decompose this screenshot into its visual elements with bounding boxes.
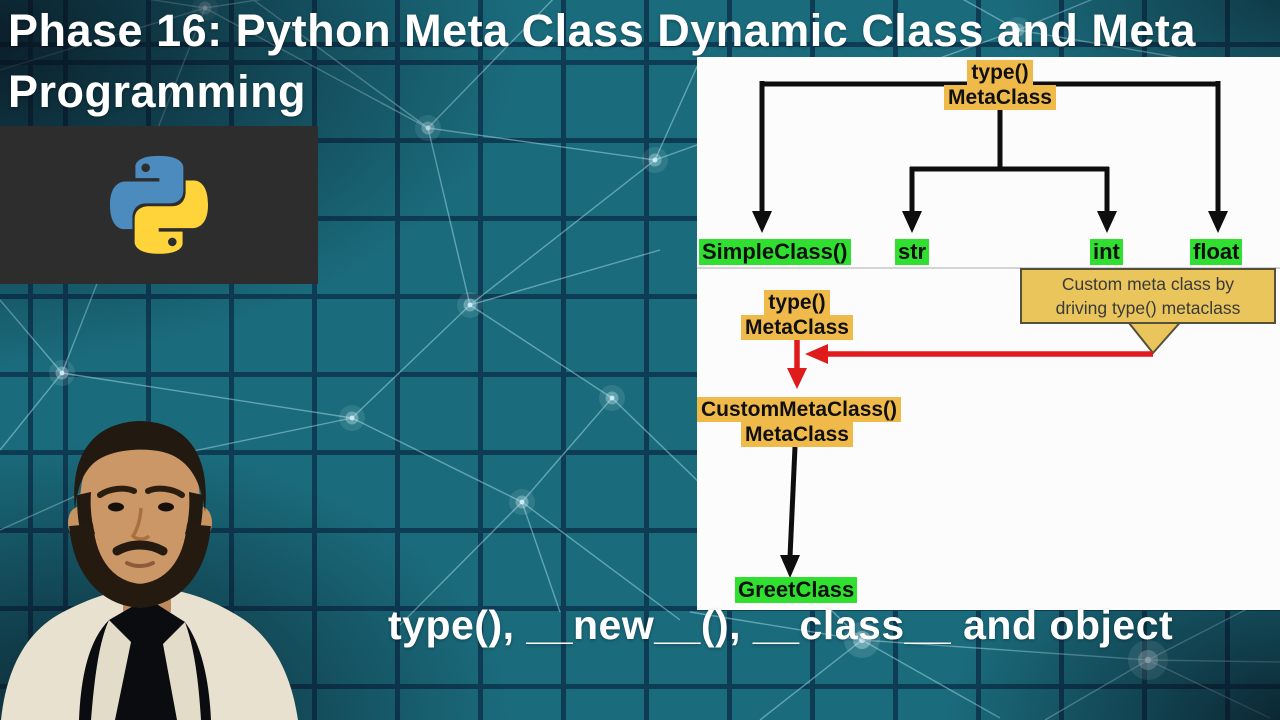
diagram-connectors <box>697 81 1280 578</box>
node-float: float <box>1190 239 1243 265</box>
callout-bubble: Custom meta class by driving type() meta… <box>1020 268 1276 324</box>
node-greetclass: GreetClass <box>735 577 858 603</box>
presenter-photo <box>1 421 298 720</box>
builtin-root-line1: type() <box>967 60 1033 85</box>
callout-line1: Custom meta class by <box>1061 274 1235 294</box>
video-title-line1: Phase 16: Python Meta Class Dynamic Clas… <box>8 5 1196 56</box>
metaclass-diagram-panel: type() MetaClass SimpleClass() str int f… <box>697 57 1280 610</box>
red-arrowheads <box>787 344 828 389</box>
python-logo-icon <box>109 155 209 254</box>
custom-root-line1: type() <box>764 290 830 315</box>
custom-root-line2: MetaClass <box>741 315 853 340</box>
custom-metaclass-line1: CustomMetaClass() <box>697 397 902 422</box>
video-title-line2: Programming <box>8 66 307 117</box>
builtin-root-line2: MetaClass <box>944 85 1056 110</box>
custom-metaclass-line2: MetaClass <box>741 422 853 447</box>
builtin-hierarchy-arrowheads <box>752 211 1228 233</box>
node-simpleclass: SimpleClass() <box>699 239 851 265</box>
builtin-root-node: type() MetaClass <box>940 60 1060 110</box>
video-title: Phase 16: Python Meta Class Dynamic Clas… <box>8 0 1276 122</box>
custom-metaclass-node: CustomMetaClass() MetaClass <box>697 397 902 447</box>
custom-to-greet-line <box>787 446 798 558</box>
red-arrow-lines <box>794 338 1153 370</box>
callout-line2: driving type() metaclass <box>1055 298 1241 318</box>
custom-to-greet-arrowhead <box>780 555 800 578</box>
node-str: str <box>895 239 930 265</box>
node-int: int <box>1090 239 1123 265</box>
video-subtitle: type(), __new__(), __class__ and object <box>388 602 1174 648</box>
python-logo-panel <box>0 126 318 284</box>
custom-root-node: type() MetaClass <box>737 290 857 340</box>
